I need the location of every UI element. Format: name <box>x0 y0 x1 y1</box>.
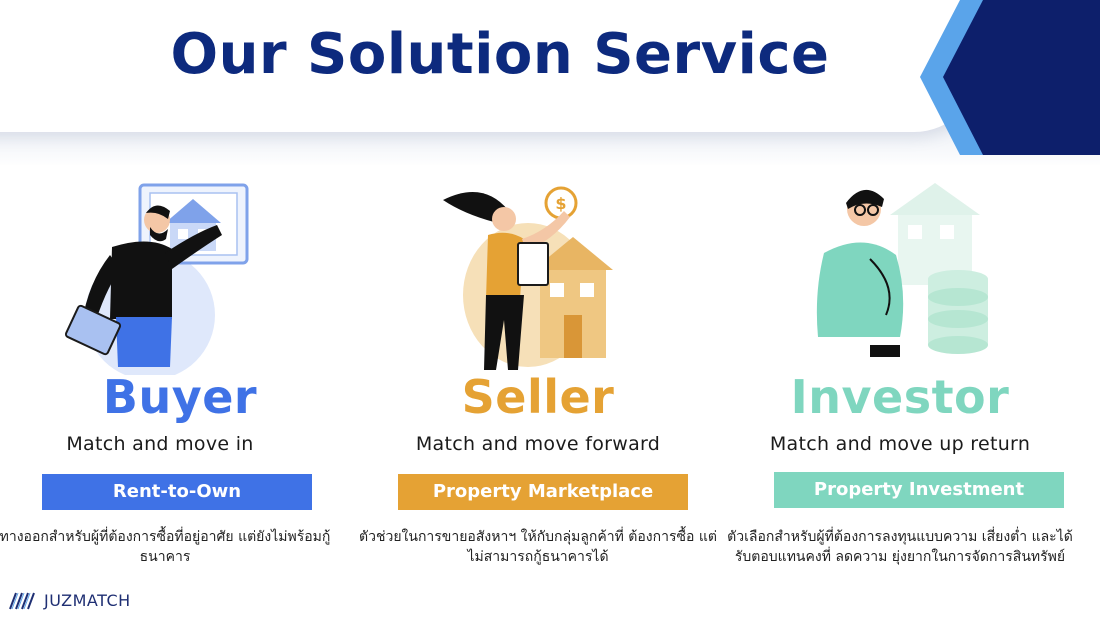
juzmatch-logo-icon <box>9 592 35 610</box>
investor-service-label: Property Investment <box>774 472 1064 508</box>
buyer-tagline: Match and move in <box>66 433 254 455</box>
investor-column: Investor Match and move up return Proper… <box>720 175 1080 605</box>
seller-column: $ Seller Match and move forward Property… <box>358 175 718 605</box>
seller-description: ตัวช่วยในการขายอสังหาฯ ให้กับกลุ่มลูกค้า… <box>359 529 717 565</box>
man-thinking-with-coins-icon <box>816 183 988 357</box>
title-banner <box>0 0 980 132</box>
investor-heading: Investor <box>790 370 1010 424</box>
investor-description: ตัวเลือกสำหรับผู้ที่ต้องการลงทุนแบบความ … <box>727 529 1073 565</box>
buyer-heading: Buyer <box>102 370 258 424</box>
seller-service-label: Property Marketplace <box>398 474 688 510</box>
investor-tagline: Match and move up return <box>769 433 1031 455</box>
person-pointing-at-house-icon <box>64 183 249 375</box>
woman-with-clipboard-and-house-icon: $ <box>443 186 613 370</box>
brand-name: JUZMATCH <box>44 590 131 610</box>
buyer-description: ทางออกสำหรับผู้ที่ต้องการซื้อที่อยู่อาศั… <box>0 529 331 565</box>
seller-heading: Seller <box>461 370 615 424</box>
brand-logo: JUZMATCH <box>8 587 131 613</box>
seller-tagline: Match and move forward <box>415 433 661 455</box>
page-title: Our Solution Service <box>170 22 830 87</box>
svg-text:$: $ <box>555 194 566 213</box>
header: Our Solution Service <box>0 0 1100 165</box>
buyer-service-label: Rent-to-Own <box>42 474 312 510</box>
buyer-column: Buyer Match and move in Rent-to-Own ทางอ… <box>0 175 360 605</box>
